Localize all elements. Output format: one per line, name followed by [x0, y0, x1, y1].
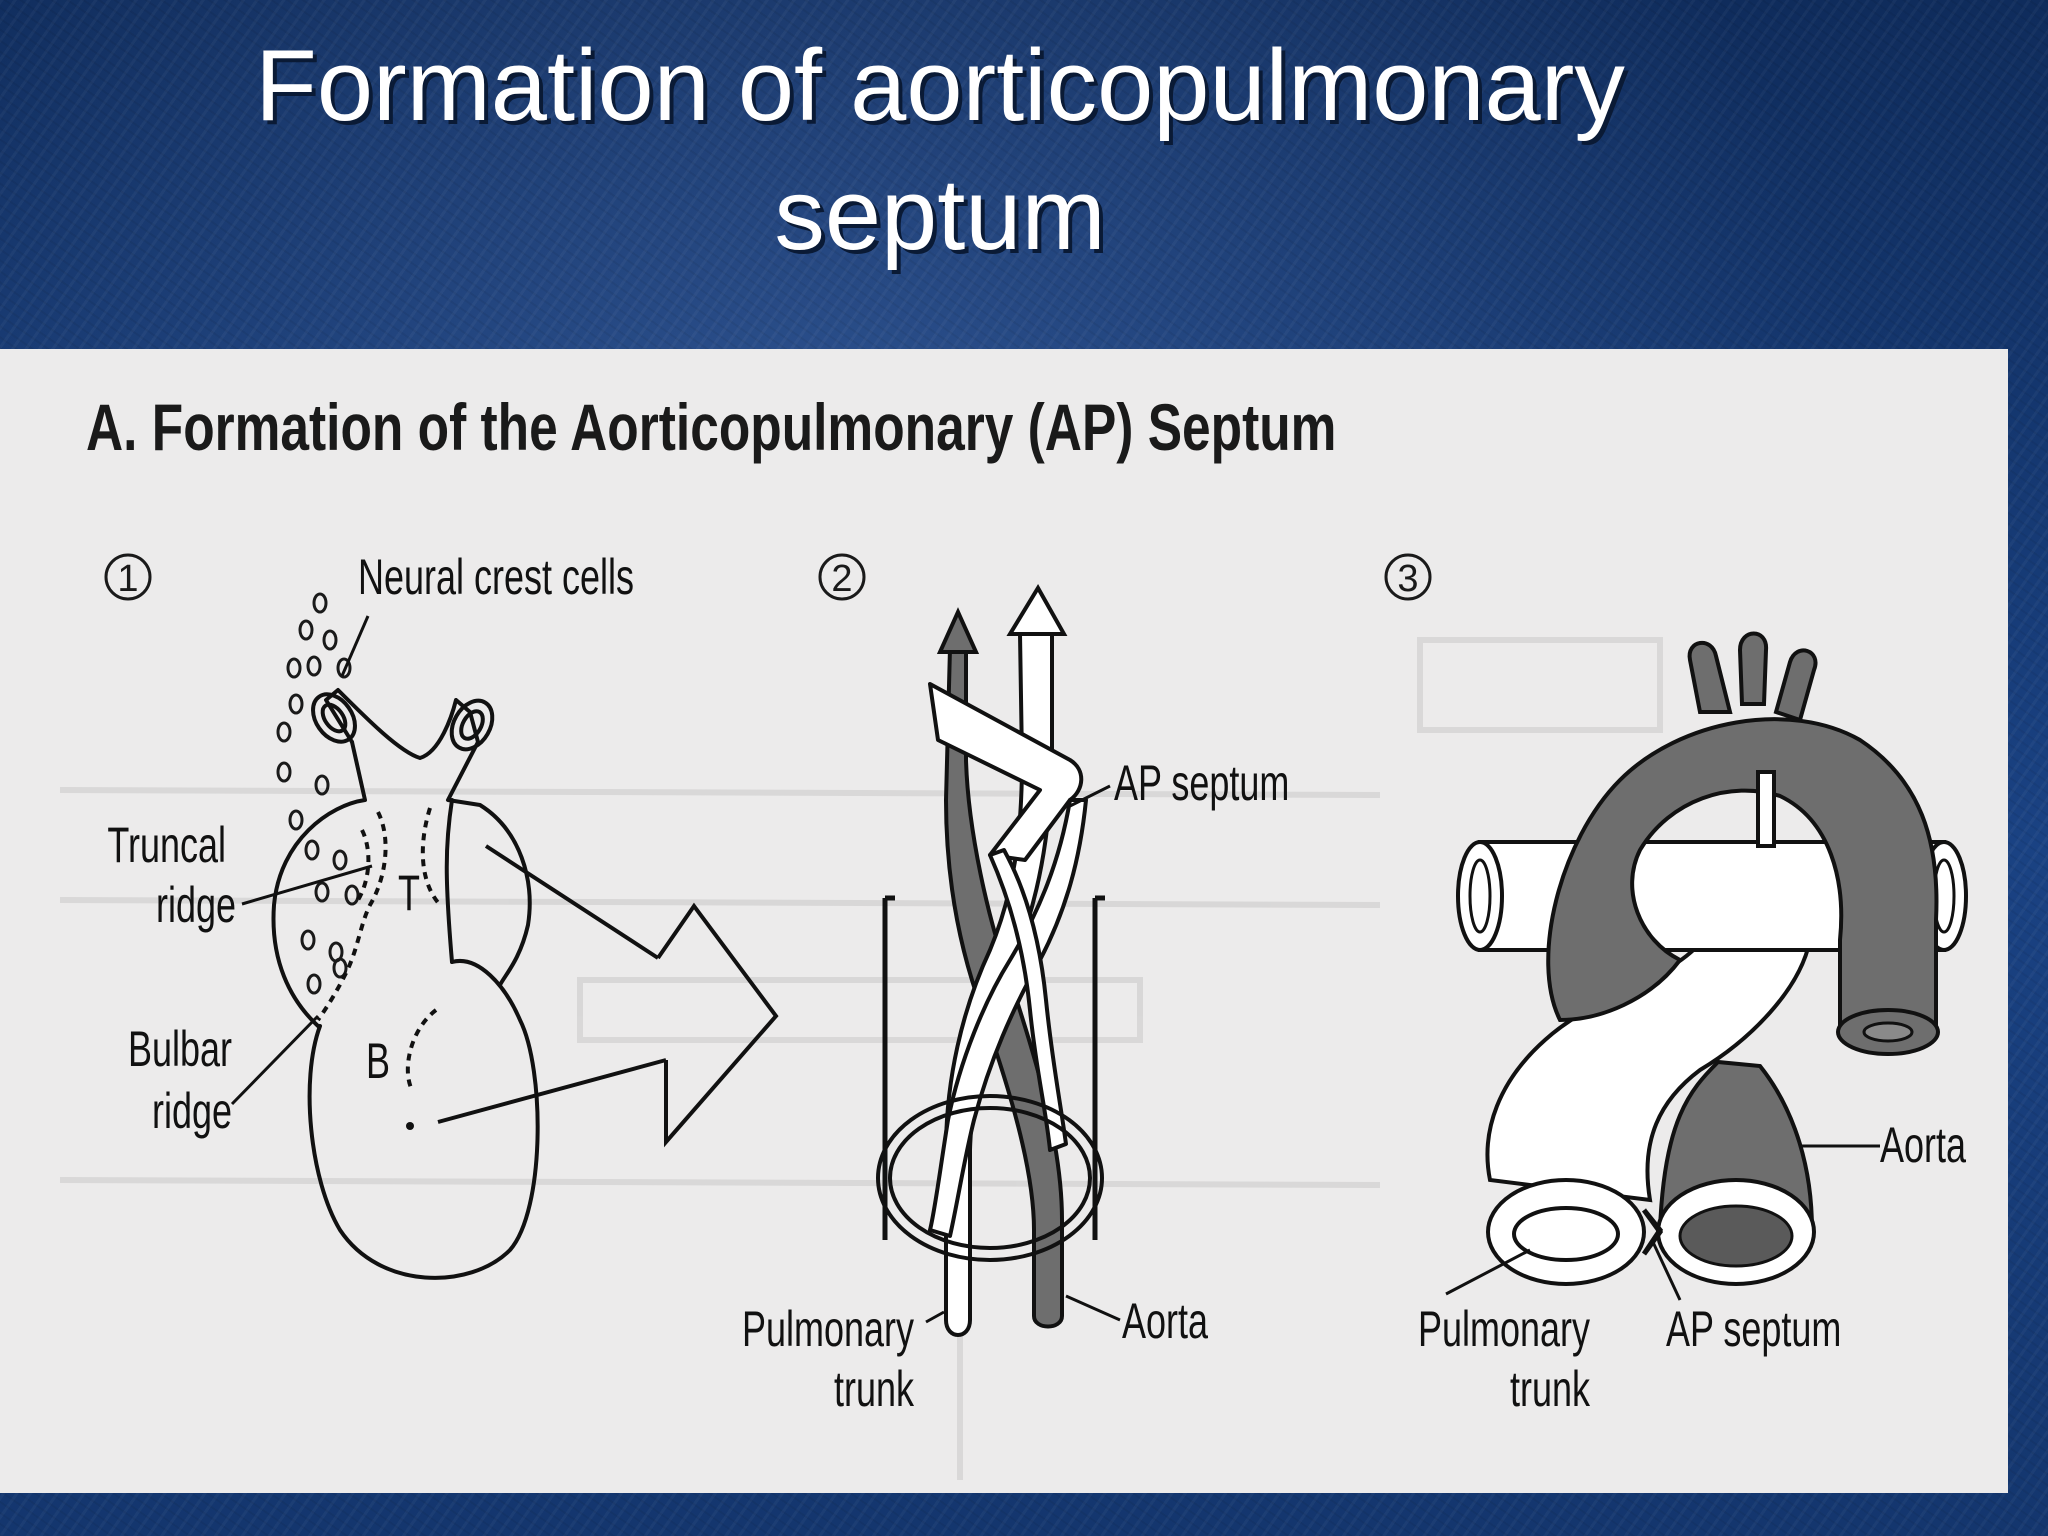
panel-3-number: 3	[1384, 553, 1432, 601]
panel-2-number: 2	[818, 553, 866, 601]
panel-number: 1	[117, 558, 138, 600]
transition-arrow-outline	[437, 844, 779, 1148]
label-truncal-ridge: ridge	[156, 878, 236, 933]
pulmonary-artery-left-opening	[1456, 840, 1504, 952]
panel-1-labels: Neural crest cells Truncal ridge Bulbar …	[107, 550, 634, 1139]
slide-title-line-1: Formation of aorticopulmonary	[255, 30, 1625, 142]
label-pulmonary: Pulmonary	[742, 1302, 914, 1357]
panel-3-labels: Aorta Pulmonary trunk AP septum	[1418, 1118, 1967, 1417]
figure-heading: A. Formation of the Aorticopulmonary (AP…	[86, 390, 1336, 465]
truncal-ridges	[316, 807, 442, 1091]
panel-1: 1	[104, 550, 779, 1280]
panel-1-number: 1	[104, 553, 152, 601]
truncus-ring-inner	[888, 1106, 1092, 1250]
pulmonary-artery-left-lumen	[1468, 858, 1492, 934]
label-ap-septum: AP septum	[1114, 756, 1289, 811]
slide-title: Formation of aorticopulmonary septum	[110, 22, 1770, 280]
bleed-through-texture	[59, 637, 1663, 1480]
aorta-arrowhead	[936, 607, 980, 654]
panel-number: 2	[831, 558, 852, 600]
heart-tube	[271, 688, 540, 1280]
pulmonary-opening-lumen	[1512, 1206, 1620, 1262]
panel-2: 2 AP septum	[742, 553, 1289, 1417]
label-bulbar-ridge: ridge	[152, 1084, 232, 1139]
label-b: B	[366, 1034, 390, 1089]
label-bulbar: Bulbar	[128, 1022, 232, 1077]
descending-aorta-lumen	[1862, 1021, 1914, 1043]
truncus-ring-outer	[876, 1094, 1104, 1262]
panel-number-circle	[1384, 553, 1432, 601]
aorta-opening-lumen	[1678, 1204, 1794, 1268]
label-pulmonary: Pulmonary	[1418, 1302, 1590, 1357]
panel-number: 3	[1397, 558, 1418, 600]
ap-septum-join	[1641, 1208, 1664, 1256]
label-pulmonary-trunk: trunk	[834, 1362, 914, 1417]
slide-title-line-2: septum	[774, 159, 1106, 271]
aorta-arch	[1546, 717, 1939, 1032]
label-ap-septum: AP septum	[1666, 1302, 1841, 1357]
neural-crest-cells	[276, 592, 360, 995]
label-t: T	[398, 866, 420, 921]
panel-number-circle	[818, 553, 866, 601]
label-truncal: Truncal	[107, 818, 226, 873]
transition-arrow	[436, 848, 774, 1140]
panel-1-leader-lines	[230, 615, 373, 1106]
bulbar-ridge-end	[406, 1122, 414, 1130]
panel-number-circle	[104, 553, 152, 601]
panel-3-leader-lines	[1445, 1144, 1880, 1301]
panel-2-leader-lines	[925, 784, 1121, 1324]
pulmonary-arrowhead	[1006, 584, 1068, 636]
label-pulmonary-trunk: trunk	[1510, 1362, 1590, 1417]
arch-branches	[1687, 631, 1818, 723]
truncus-walls	[882, 895, 1105, 1240]
label-neural-crest-cells: Neural crest cells	[358, 550, 634, 605]
panel-2-labels: AP septum Pulmonary trunk Aorta	[742, 756, 1289, 1417]
ductus-stub	[1756, 770, 1776, 848]
aorticopulmonary-septum-diagram: A. Formation of the Aorticopulmonary (AP…	[59, 390, 1968, 1480]
ap-septum-ribbon	[928, 682, 1088, 1238]
label-aorta: Aorta	[1880, 1118, 1967, 1173]
figure-panel: A. Formation of the Aorticopulmonary (AP…	[0, 349, 2008, 1493]
panel-3: 3	[1384, 553, 1968, 1417]
label-aorta: Aorta	[1122, 1294, 1209, 1349]
